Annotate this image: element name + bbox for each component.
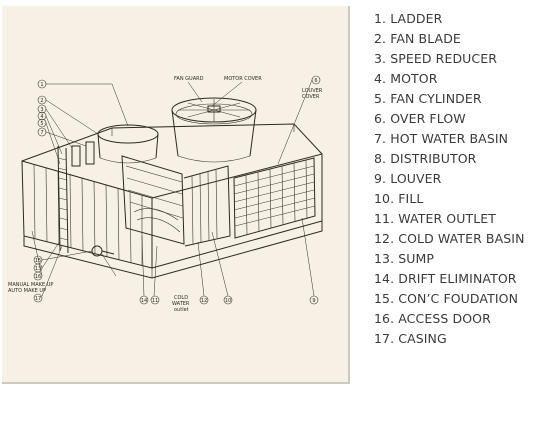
legend-item: 10. FILL: [374, 191, 424, 206]
casing-panels: [33, 163, 143, 266]
tower-right-face: [151, 153, 323, 269]
legend-item: 13. SUMP: [374, 251, 435, 266]
louver-cover-label-2: COVER: [302, 94, 320, 100]
callout-15: 15: [35, 258, 41, 264]
tower-top-deck: [21, 123, 323, 162]
callout-13: 13: [35, 266, 41, 272]
callout-3: 3: [40, 107, 43, 113]
callout-12: 12: [201, 298, 207, 304]
louver-grid: [233, 157, 316, 239]
callout-5: 5: [40, 121, 43, 127]
cooling-tower-diagram: 1 2 3 4 5 7 6 15 13 16 17 14 11: [2, 6, 350, 384]
legend-item: 14. DRIFT ELIMINATOR: [374, 271, 517, 286]
legend-item: 11. WATER OUTLET: [374, 211, 497, 226]
fan-cylinder: [171, 97, 257, 163]
manual-make-up-label: MANUAL MAKE UP: [8, 282, 53, 288]
legend-item: 15. CON’C FOUDATION: [374, 291, 519, 306]
callout-11: 11: [152, 298, 158, 304]
legend-item: 17. CASING: [374, 331, 447, 346]
callout-2: 2: [40, 98, 43, 104]
callout-7: 7: [40, 130, 43, 136]
fan-guard: [178, 99, 250, 122]
callout-17: 17: [35, 296, 41, 302]
cold-water-label-3: outlet: [174, 307, 189, 313]
callout-6: 6: [314, 78, 317, 84]
louver-cover-label-1: LOUVER: [302, 88, 323, 94]
legend-item: 3. SPEED REDUCER: [374, 51, 498, 66]
parts-legend: 1. LADDER 2. FAN BLADE 3. SPEED REDUCER …: [374, 9, 525, 349]
legend-item: 2. FAN BLADE: [374, 31, 461, 46]
motor-cover-label: MOTOR COVER: [224, 76, 262, 82]
callout-markers: 1 2 3 4 5 7 6 15 13 16 17 14 11: [33, 75, 321, 305]
sump: [91, 245, 115, 257]
cold-water-label-1: COLD: [174, 295, 188, 301]
fan-guard-label: FAN GUARD: [174, 76, 204, 82]
legend-item: 7. HOT WATER BASIN: [374, 131, 509, 146]
callout-14: 14: [141, 298, 147, 304]
overflow-pipe: [71, 141, 95, 167]
legend-item: 4. MOTOR: [374, 71, 438, 86]
legend-item: 1. LADDER: [374, 11, 443, 26]
motor: [207, 105, 221, 113]
legend-item: 12. COLD WATER BASIN: [374, 231, 525, 246]
cooling-tower-drawing: 1 2 3 4 5 7 6 15 13 16 17 14 11: [8, 75, 323, 313]
legend-item: 16. ACCESS DOOR: [374, 311, 491, 326]
interior-cutaway: [121, 155, 185, 245]
callout-9: 9: [312, 298, 315, 304]
callout-4: 4: [40, 114, 43, 120]
legend-item: 5. FAN CYLINDER: [374, 91, 482, 106]
legend-item: 8. DISTRIBUTOR: [374, 151, 477, 166]
cold-water-basin: [23, 221, 323, 279]
leader-lines: [31, 79, 315, 297]
callout-10: 10: [225, 298, 231, 304]
legend-item: 6. OVER FLOW: [374, 111, 466, 126]
auto-make-up-label: AUTO MAKE UP: [8, 288, 46, 294]
legend-item: 9. LOUVER: [374, 171, 442, 186]
callout-1: 1: [40, 82, 43, 88]
ladder: [57, 145, 69, 254]
callout-16: 16: [35, 274, 41, 280]
fill-block: [183, 165, 231, 247]
cold-water-label-2: WATER: [172, 301, 190, 307]
